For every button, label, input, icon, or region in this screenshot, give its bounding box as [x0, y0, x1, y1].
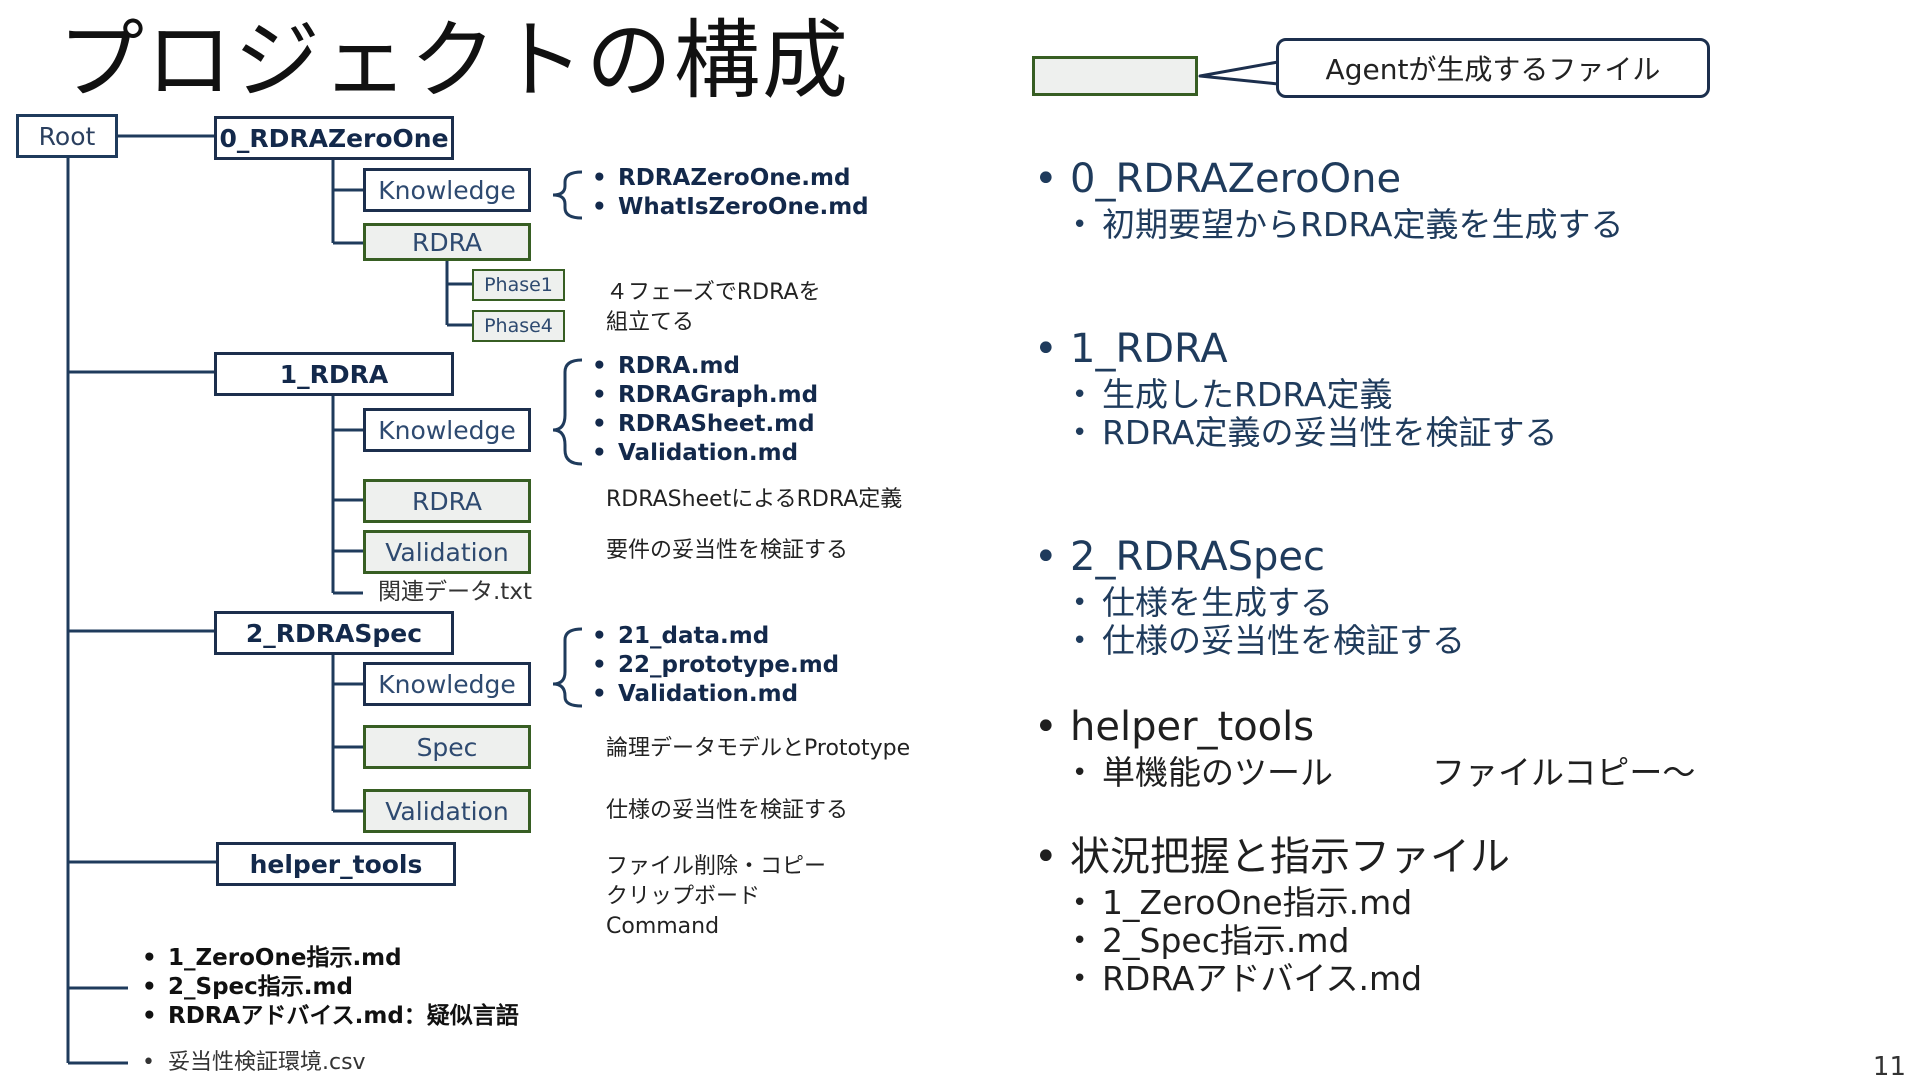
file-item: RDRASheet.md: [588, 410, 818, 439]
file-item: WhatIsZeroOne.md: [588, 193, 869, 222]
folder-phase1: Phase1: [472, 269, 565, 301]
root-files: 1_ZeroOne指示.md 2_Spec指示.md RDRAアドバイス.md：…: [138, 944, 519, 1031]
file-item: Validation.md: [588, 680, 839, 709]
file-item: 2_Spec指示.md: [138, 973, 519, 1002]
file-item: 妥当性検証環境.csv: [138, 1048, 366, 1077]
summary-title: 0_RDRAZeroOne: [1034, 156, 1624, 202]
summary-1-rdra: 1_RDRA 生成したRDRA定義 RDRA定義の妥当性を検証する: [1034, 326, 1558, 452]
desc-validation-2: 仕様の妥当性を検証する: [606, 798, 849, 823]
summary-item: 2_Spec指示.md: [1034, 922, 1510, 961]
legend-generated-swatch: [1032, 56, 1198, 96]
folder-knowledge-2: Knowledge: [363, 662, 531, 706]
desc-spec-2: 論理データモデルとPrototype: [606, 736, 911, 761]
desc-rdra-1: RDRASheetによるRDRA定義: [606, 487, 903, 512]
file-item: RDRAGraph.md: [588, 381, 818, 410]
file-item: RDRA.md: [588, 352, 818, 381]
knowledge-2-files: 21_data.md 22_prototype.md Validation.md: [588, 622, 839, 709]
file-item: Validation.md: [588, 439, 818, 468]
folder-2-rdraspec: 2_RDRASpec: [214, 611, 454, 655]
folder-helper-tools: helper_tools: [216, 842, 456, 886]
desc-helper-tools: ファイル削除・コピー クリップボード Command: [606, 854, 827, 939]
summary-title: 2_RDRASpec: [1034, 534, 1465, 580]
folder-phase4: Phase4: [472, 310, 565, 342]
page-number: 11: [1872, 1052, 1906, 1082]
folder-spec-2: Spec: [363, 725, 531, 769]
summary-helper-tools: helper_tools 単機能のツール ファイルコピー～: [1034, 704, 1695, 792]
summary-item: 1_ZeroOne指示.md: [1034, 884, 1510, 923]
folder-rdra-1: RDRA: [363, 479, 531, 523]
file-item: 1_ZeroOne指示.md: [138, 944, 519, 973]
root-node: Root: [16, 114, 118, 158]
folder-rdra-0: RDRA: [363, 223, 531, 261]
desc-validation-1: 要件の妥当性を検証する: [606, 538, 849, 563]
summary-item: RDRA定義の妥当性を検証する: [1034, 414, 1558, 453]
summary-item: RDRAアドバイス.md: [1034, 960, 1510, 999]
knowledge-0-files: RDRAZeroOne.md WhatIsZeroOne.md: [588, 164, 869, 222]
summary-instruction-files: 状況把握と指示ファイル 1_ZeroOne指示.md 2_Spec指示.md R…: [1034, 834, 1510, 998]
knowledge-1-files: RDRA.md RDRAGraph.md RDRASheet.md Valida…: [588, 352, 818, 468]
summary-item: 初期要望からRDRA定義を生成する: [1034, 206, 1624, 245]
folder-knowledge-1: Knowledge: [363, 408, 531, 452]
summary-title: helper_tools: [1034, 704, 1695, 750]
legend-callout: Agentが生成するファイル: [1276, 38, 1710, 98]
folder-validation-1: Validation: [363, 530, 531, 574]
folder-1-rdra: 1_RDRA: [214, 352, 454, 396]
folder-validation-2: Validation: [363, 789, 531, 833]
summary-0-rdrazeroone: 0_RDRAZeroOne 初期要望からRDRA定義を生成する: [1034, 156, 1624, 244]
folder-0-rdrazeroone: 0_RDRAZeroOne: [214, 116, 454, 160]
file-item: RDRAZeroOne.md: [588, 164, 869, 193]
summary-2-rdraspec: 2_RDRASpec 仕様を生成する 仕様の妥当性を検証する: [1034, 534, 1465, 660]
summary-item: 仕様を生成する: [1034, 584, 1465, 623]
summary-item: 生成したRDRA定義: [1034, 376, 1558, 415]
desc-phases: ４フェーズでRDRAを 組立てる: [606, 280, 821, 335]
root-file-csv: 妥当性検証環境.csv: [138, 1048, 366, 1077]
summary-item: 仕様の妥当性を検証する: [1034, 622, 1465, 661]
folder-knowledge-0: Knowledge: [363, 168, 531, 212]
file-item: 21_data.md: [588, 622, 839, 651]
summary-item: 単機能のツール ファイルコピー～: [1034, 754, 1695, 793]
page-title: プロジェクトの構成: [58, 11, 850, 111]
related-data-file: 関連データ.txt: [378, 579, 532, 605]
summary-title: 状況把握と指示ファイル: [1034, 834, 1510, 880]
summary-title: 1_RDRA: [1034, 326, 1558, 372]
file-item: 22_prototype.md: [588, 651, 839, 680]
file-item: RDRAアドバイス.md：疑似言語: [138, 1002, 519, 1031]
